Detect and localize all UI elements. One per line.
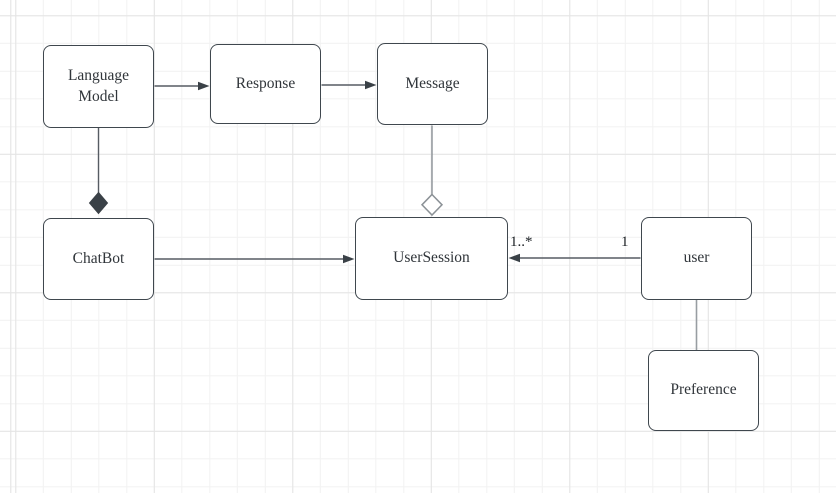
node-preference[interactable]: Preference — [648, 350, 759, 431]
node-label: Message — [405, 74, 460, 92]
arrowhead-icon — [365, 80, 377, 90]
node-response[interactable]: Response — [210, 44, 321, 124]
arrowhead-icon — [343, 254, 355, 264]
node-label: ChatBot — [72, 249, 125, 267]
node-usersession[interactable]: UserSession — [355, 217, 508, 300]
node-message[interactable]: Message — [377, 43, 488, 125]
node-label: Response — [235, 74, 296, 92]
arrowhead-icon — [508, 253, 520, 263]
node-language-model[interactable]: Language Model — [43, 45, 154, 128]
aggregation-diamond-icon — [420, 193, 444, 217]
node-label: Language Model — [67, 67, 130, 105]
node-label: user — [683, 249, 710, 267]
composition-diamond-icon — [88, 191, 109, 215]
node-label: Preference — [670, 381, 737, 399]
multiplicity-label-many: 1..* — [510, 234, 533, 250]
arrowhead-icon — [198, 81, 210, 91]
node-chatbot[interactable]: ChatBot — [43, 218, 154, 300]
multiplicity-label-one: 1 — [621, 234, 629, 250]
node-user[interactable]: user — [641, 217, 752, 300]
node-label: UserSession — [393, 249, 470, 267]
